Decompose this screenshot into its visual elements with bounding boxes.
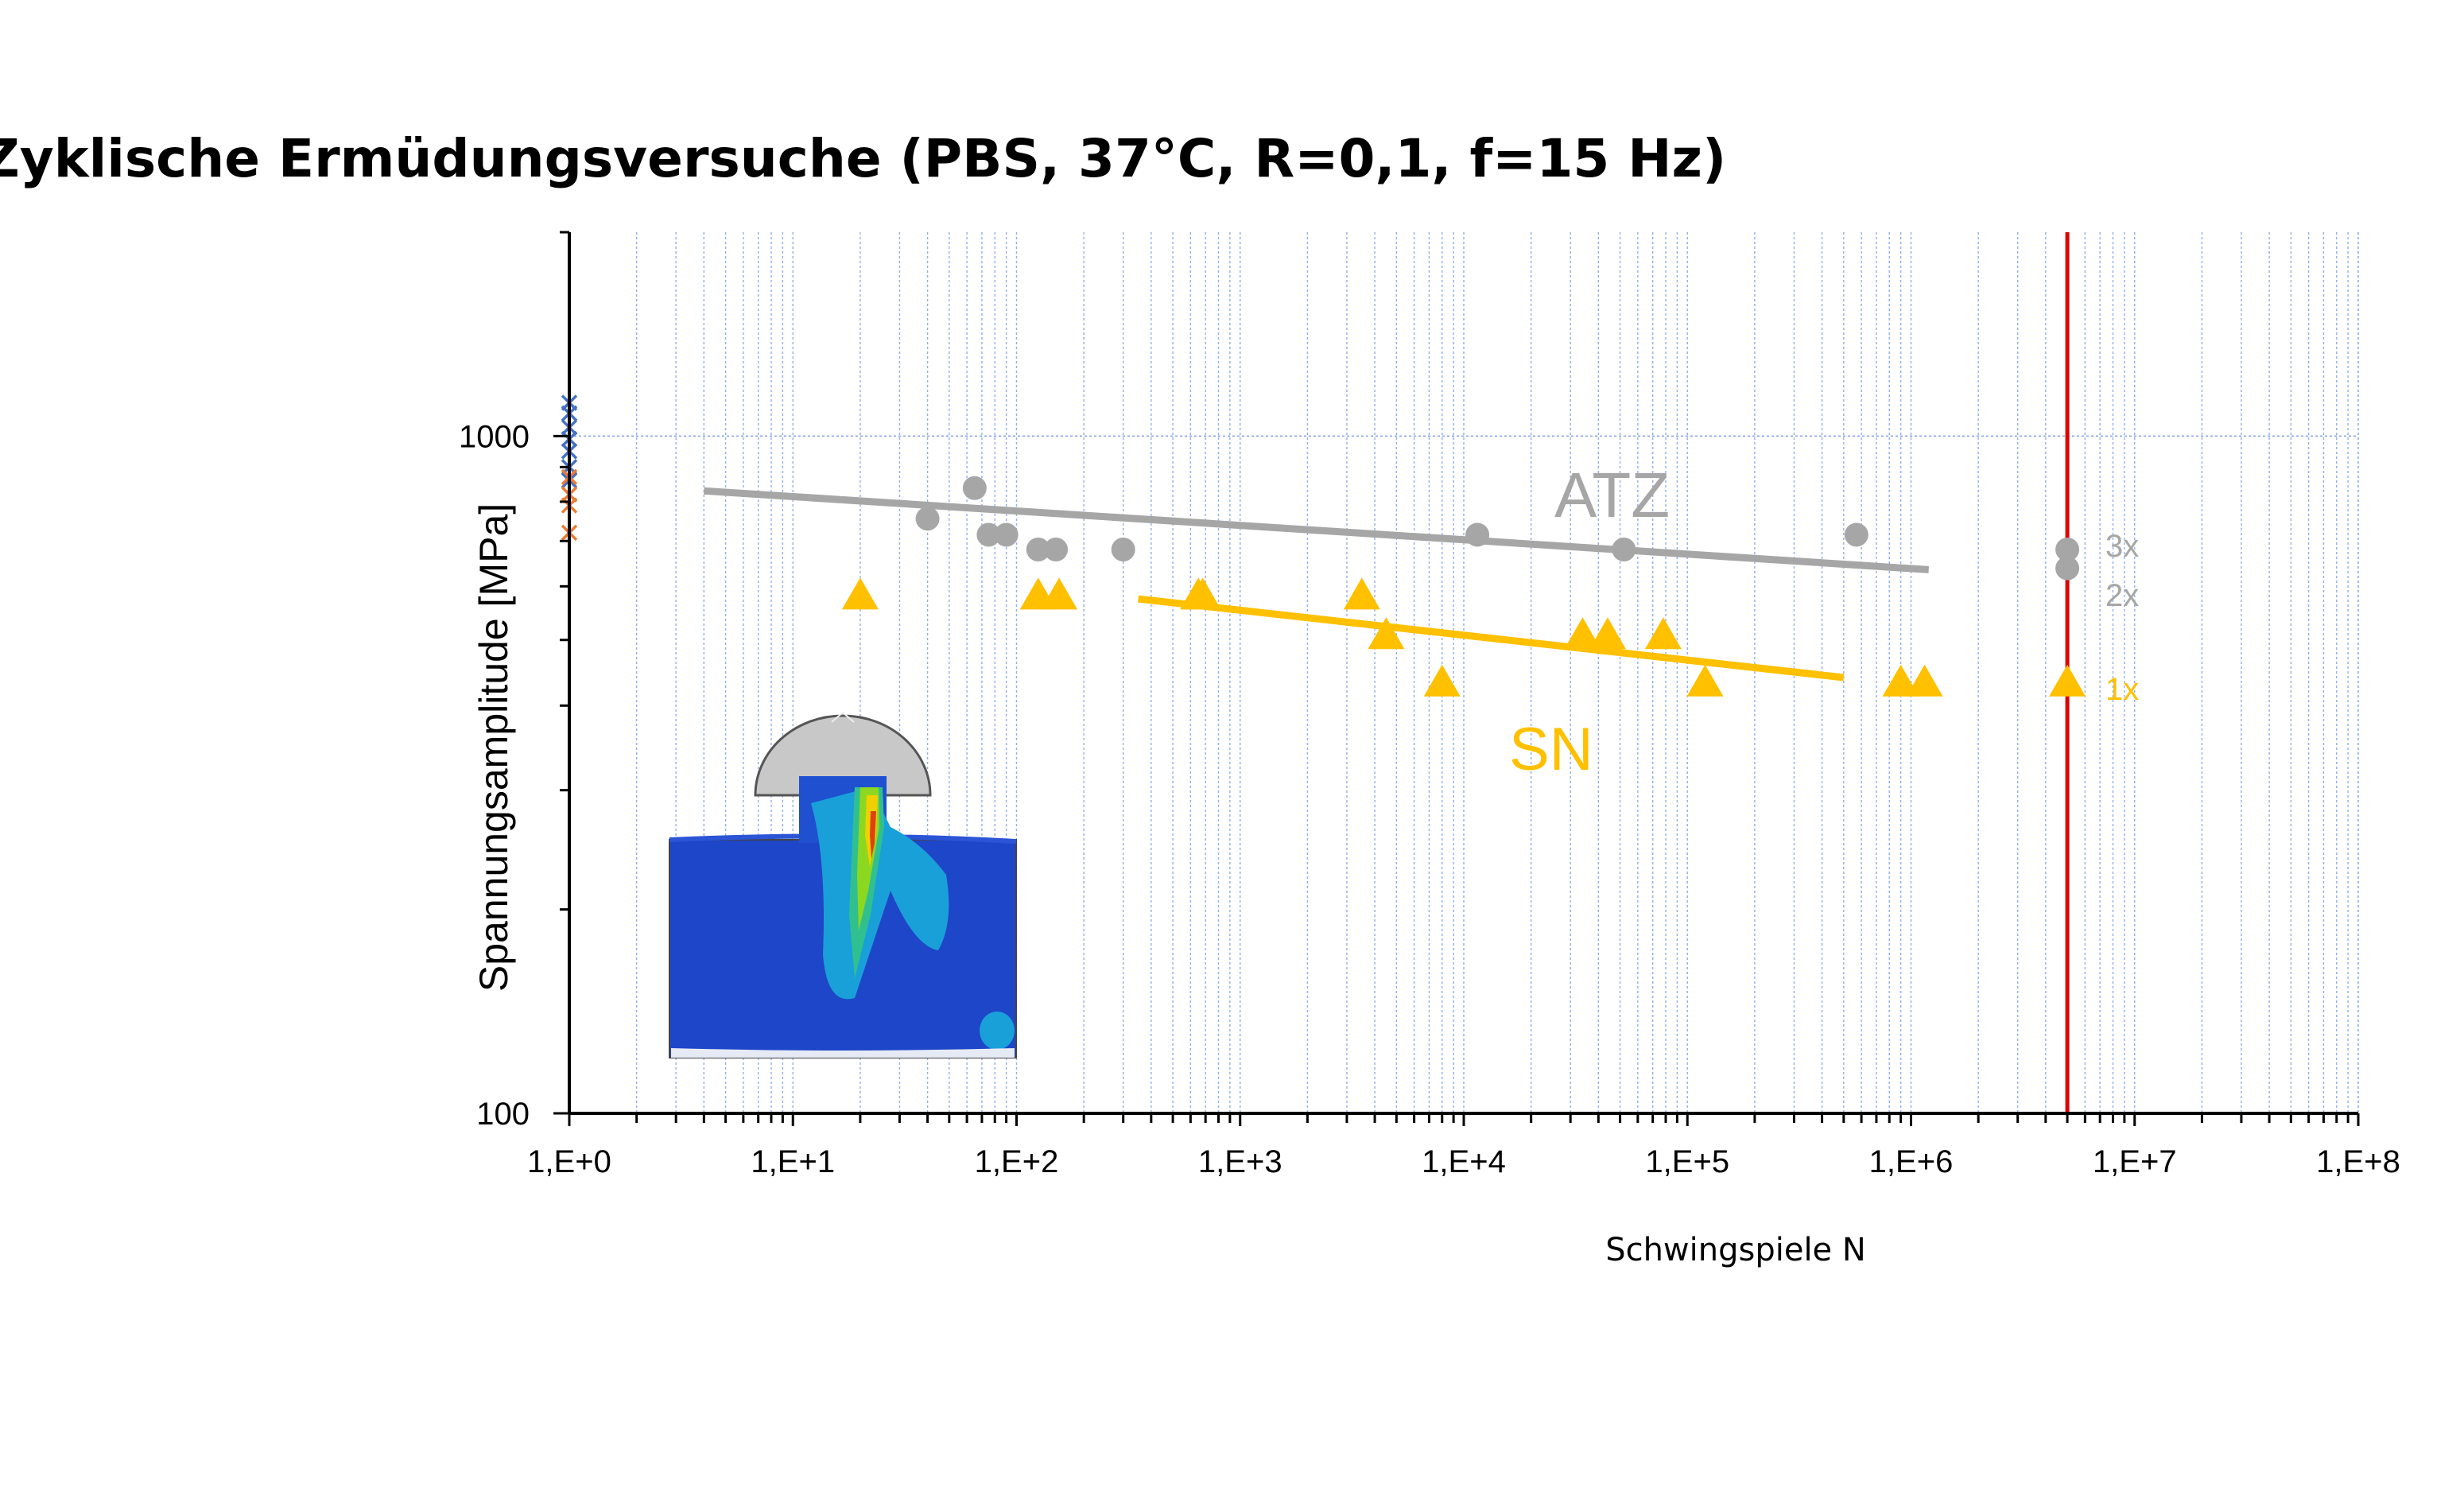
data-point-sn: [1564, 617, 1601, 650]
data-point-atz: [1465, 522, 1490, 547]
y-tick-label: 1000: [459, 419, 530, 454]
x-tick-label: 1,E+0: [527, 1144, 611, 1179]
x-tick-label: 1,E+2: [975, 1144, 1059, 1179]
data-point-atz: [962, 476, 987, 500]
x-tick-label: 1,E+1: [751, 1144, 835, 1179]
data-point-sn: [1686, 664, 1724, 697]
data-point-sn: [1343, 577, 1380, 610]
y-tick-label: 100: [476, 1097, 530, 1132]
x-tick-label: 1,E+4: [1422, 1144, 1506, 1179]
data-point-atz: [1612, 538, 1636, 562]
data-point-atz: [994, 522, 1019, 547]
data-point-sn: [1184, 577, 1221, 610]
x-tick-label: 1,E+8: [2316, 1144, 2400, 1179]
count-3x-label: 3x: [2105, 529, 2139, 564]
data-point-atz: [1844, 522, 1868, 547]
data-point-sn: [2049, 664, 2086, 697]
data-point-sn: [1041, 577, 1078, 610]
x-tick-label: 1,E+7: [2093, 1144, 2177, 1179]
trend-line-sn: [1138, 595, 1845, 682]
data-point-sn: [1423, 664, 1461, 697]
data-point-sn: [1906, 664, 1943, 697]
data-point-sn: [841, 577, 879, 610]
y-axis-label: Spannungsamplitude [MPa]: [471, 503, 516, 992]
data-point-sn: [1589, 617, 1626, 650]
fem-inset-image: [669, 711, 1017, 1058]
data-point-sn: [1882, 664, 1919, 697]
trend-lines: [704, 487, 1930, 682]
x-tick-label: 1,E+3: [1198, 1144, 1282, 1179]
data-point-sn: [1644, 617, 1682, 650]
data-points: [561, 394, 2086, 697]
data-point-atz: [1044, 538, 1069, 562]
chart-title: Zyklische Ermüdungsversuche (PBS, 37°C, …: [0, 128, 1726, 189]
x-tick-label: 1,E+6: [1869, 1144, 1954, 1179]
data-point-atz: [976, 522, 1001, 547]
x-tick-label: 1,E+5: [1645, 1144, 1729, 1179]
data-point-atz: [2055, 556, 2080, 581]
sn-series-label: SN: [1509, 716, 1593, 783]
data-point-atz: [1111, 538, 1135, 562]
count-1x-label: 1x: [2105, 672, 2139, 707]
data-point-atz: [2055, 538, 2080, 562]
axes: 1,E+0 1,E+1 1,E+2 1,E+3 1,E+4 1,E+5 1,E+6 1,E+7…: [459, 231, 2400, 1179]
data-point-sn: [1368, 617, 1405, 650]
x-axis-label: Schwingspiele N: [1605, 1232, 1866, 1268]
data-point-atz: [915, 507, 940, 531]
count-2x-label: 2x: [2105, 578, 2139, 613]
data-point-atz: [1026, 538, 1050, 562]
trend-line-atz: [704, 487, 1930, 573]
atz-series-label: ATZ: [1554, 460, 1670, 530]
